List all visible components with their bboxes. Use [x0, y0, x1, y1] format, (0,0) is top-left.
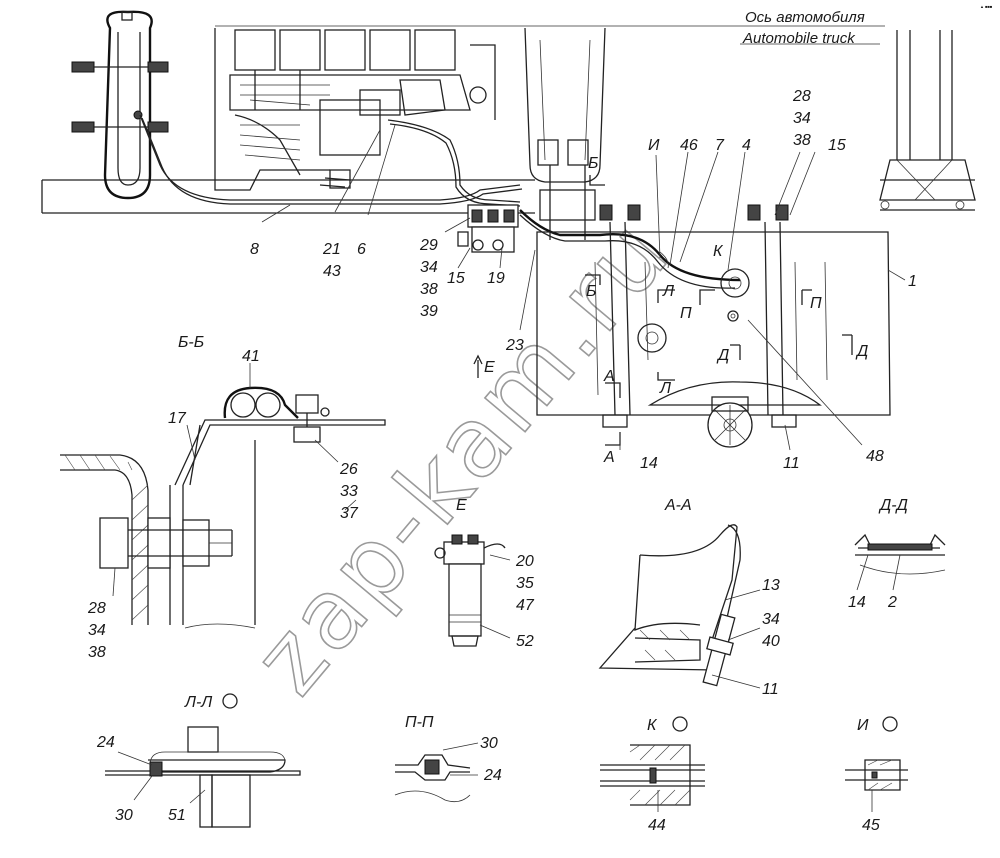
callout-pp-30: 30	[480, 735, 498, 752]
section-title-dd: Д-Д	[878, 497, 908, 514]
callout-43: 43	[323, 263, 341, 280]
callout-15a: 15	[447, 270, 465, 287]
engine-block	[214, 28, 496, 191]
frame-rail	[41, 179, 975, 214]
fuel-tank	[536, 204, 891, 448]
callout-aa-11: 11	[762, 681, 779, 698]
marker-d-right: Д	[855, 343, 868, 360]
callout-ll-51: 51	[168, 807, 186, 824]
callout-1: 1	[908, 273, 917, 290]
callout-bb-34: 34	[88, 622, 106, 639]
callout-28: 28	[792, 88, 811, 105]
callout-bb-38: 38	[88, 644, 106, 661]
marker-e: Е	[484, 359, 495, 376]
callout-46: 46	[680, 137, 698, 154]
callout-14: 14	[640, 455, 658, 472]
marker-d-left: Д	[716, 347, 729, 364]
callout-bb-41: 41	[242, 348, 260, 365]
section-title-k: К	[647, 717, 658, 734]
callout-38b: 38	[793, 132, 811, 149]
section-title-e: Е	[456, 497, 467, 514]
callout-bb-37: 37	[340, 505, 359, 522]
marker-l-top: Л	[662, 283, 674, 300]
view-circle-k	[672, 716, 688, 732]
callout-11: 11	[783, 455, 800, 472]
callout-6: 6	[357, 241, 366, 258]
marker-k: К	[713, 243, 724, 260]
callout-bb-33: 33	[340, 483, 358, 500]
callout-8: 8	[250, 241, 259, 258]
section-aa: А-А 13 34 40 11	[598, 497, 780, 698]
callout-38a: 38	[420, 281, 438, 298]
marker-p-right: П	[810, 295, 822, 312]
callout-29: 29	[419, 237, 438, 254]
callout-bb-17: 17	[168, 410, 187, 427]
section-title-i: И	[857, 717, 869, 734]
callout-4: 4	[742, 137, 751, 154]
marker-l-bottom: Л	[659, 380, 671, 397]
marker-a-top: А	[603, 368, 615, 385]
view-i: И 45	[845, 716, 908, 834]
left-hose-bracket	[71, 10, 169, 200]
marker-b-top: Б	[588, 155, 598, 172]
callout-15b: 15	[828, 137, 846, 154]
callout-ll-30: 30	[115, 807, 133, 824]
view-circle-ll	[222, 693, 238, 709]
callout-e-47: 47	[516, 597, 535, 614]
section-title-bb: Б-Б	[178, 334, 204, 351]
callout-k-44: 44	[648, 817, 666, 834]
marker-p-left: П	[680, 305, 692, 322]
callout-i-45: 45	[862, 817, 880, 834]
section-pp: П-П 30 24	[394, 714, 502, 803]
section-title-ll: Л-Л	[184, 694, 212, 711]
callout-e-20: 20	[515, 553, 534, 570]
callout-dd-2: 2	[887, 594, 897, 611]
section-dd: Д-Д 14 2	[848, 497, 946, 611]
axis-caption-ru: Ось автомобиля	[745, 9, 865, 26]
corner-mark: ▲ ■■■	[980, 4, 993, 9]
axis-caption: Ось автомобиля Automobile truck ▲ ■■■	[215, 4, 993, 47]
callout-34b: 34	[793, 110, 811, 127]
callout-21: 21	[322, 241, 341, 258]
main-callouts: 8 21 43 6 29 34 38 39 15 19 23 И 46 7 4 …	[250, 88, 917, 472]
callout-bb-26: 26	[339, 461, 358, 478]
callout-i: И	[648, 137, 660, 154]
callout-34a: 34	[420, 259, 438, 276]
callout-bb-28: 28	[87, 600, 106, 617]
section-title-pp: П-П	[405, 714, 434, 731]
view-e: Е 20 35 47 52	[434, 497, 535, 650]
callout-e-35: 35	[516, 575, 534, 592]
marker-a-bottom: А	[603, 449, 615, 466]
view-circle-i	[882, 716, 898, 732]
central-member	[524, 27, 606, 240]
section-title-aa: А-А	[664, 497, 692, 514]
callout-pp-24: 24	[483, 767, 502, 784]
filter-assembly	[457, 204, 519, 253]
fuel-lines	[139, 114, 741, 289]
right-frame-member	[879, 30, 976, 210]
callout-23: 23	[505, 337, 524, 354]
callout-ll-24: 24	[96, 734, 115, 751]
callout-aa-13: 13	[762, 577, 780, 594]
callout-19: 19	[487, 270, 505, 287]
marker-b-left: Б	[586, 283, 596, 300]
callout-aa-34: 34	[762, 611, 780, 628]
axis-caption-en: Automobile truck	[742, 30, 856, 47]
callout-dd-14: 14	[848, 594, 866, 611]
callout-7: 7	[715, 137, 725, 154]
cut-plane-markers: Б Б Л Л П П Д Д А А Е К	[473, 155, 868, 466]
callout-39: 39	[420, 303, 438, 320]
view-k: К 44	[600, 716, 705, 834]
section-bb: Б-Б 41 17 26	[60, 334, 386, 661]
callout-e-52: 52	[516, 633, 534, 650]
callout-aa-40: 40	[762, 633, 780, 650]
main-assembly-view: Б Б Л Л П П Д Д А А Е К	[41, 10, 976, 472]
section-ll: Л-Л 24 30 51	[96, 693, 301, 828]
callout-48: 48	[866, 448, 884, 465]
leader-lines	[261, 124, 906, 451]
